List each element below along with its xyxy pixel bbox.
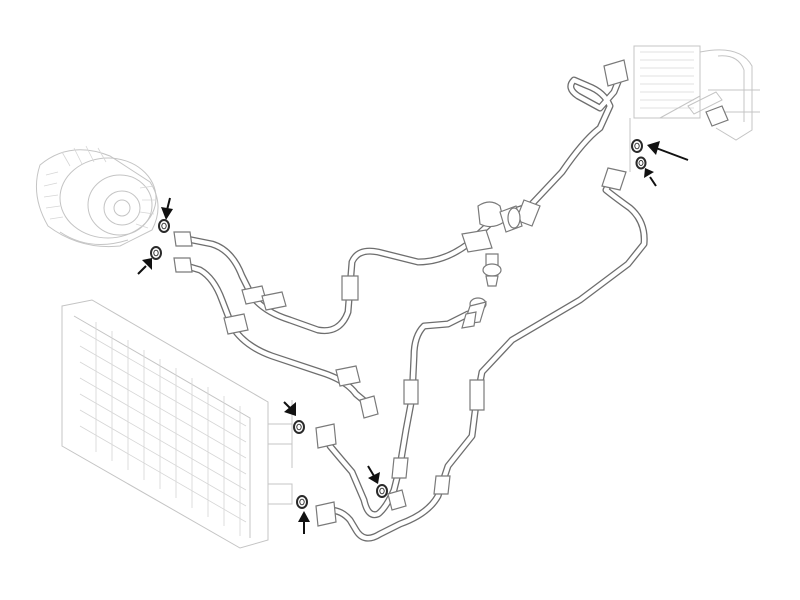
condenser: [61, 299, 293, 549]
fittings: [173, 59, 629, 527]
o-ring-compressor-lower: [150, 246, 162, 260]
o-ring-evaporator-upper: [631, 139, 643, 153]
hose-bands: [223, 105, 729, 495]
o-ring-compressor-upper: [158, 219, 170, 233]
o-ring-evaporator-lower: [635, 156, 647, 170]
o-ring-line-junction: [376, 484, 388, 498]
o-ring-condenser-lower: [296, 495, 308, 509]
arrow-junction-icon: [367, 465, 380, 484]
evaporator-housing: [629, 45, 760, 172]
o-rings: [150, 139, 647, 509]
arrow-compressor-upper-icon: [161, 197, 173, 220]
arrow-condenser-lower-icon: [298, 511, 310, 534]
o-ring-condenser-upper: [293, 420, 305, 434]
arrow-evaporator-lower-icon: [644, 168, 657, 187]
arrow-condenser-upper-icon: [283, 401, 296, 416]
compressor: [35, 145, 159, 248]
pressure-switch: [461, 297, 487, 329]
arrow-evaporator-upper-icon: [647, 141, 689, 161]
indicator-arrows: [137, 141, 689, 534]
arrow-compressor-lower-icon: [137, 258, 152, 275]
receiver-drier: [461, 201, 523, 287]
